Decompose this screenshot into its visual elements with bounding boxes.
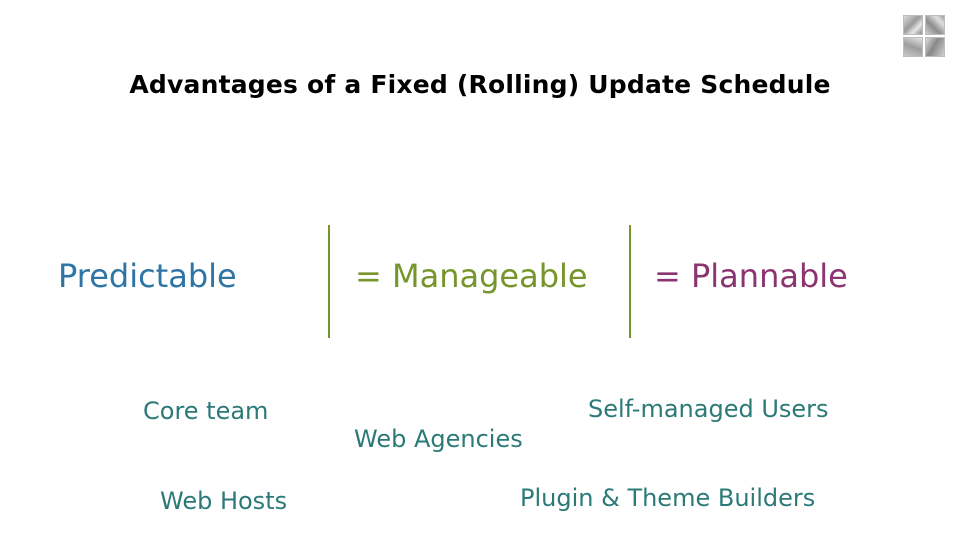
slide-title: Advantages of a Fixed (Rolling) Update S… [129, 70, 831, 99]
term-predictable: Predictable [58, 257, 237, 295]
logo-tile [925, 15, 945, 35]
group-self-managed-users: Self-managed Users [588, 395, 829, 423]
logo-tile [903, 37, 923, 57]
logo-tile [903, 15, 923, 35]
group-web-hosts: Web Hosts [160, 487, 288, 515]
group-core-team: Core team [143, 397, 269, 425]
logo-tile [925, 37, 945, 57]
group-web-agencies: Web Agencies [354, 425, 523, 453]
term-manageable: = Manageable [355, 257, 588, 295]
vertical-divider [328, 225, 330, 338]
photo-collage-logo-icon [903, 15, 945, 57]
vertical-divider [629, 225, 631, 338]
term-plannable: = Plannable [654, 257, 848, 295]
group-plugin-theme-builders: Plugin & Theme Builders [520, 484, 816, 512]
